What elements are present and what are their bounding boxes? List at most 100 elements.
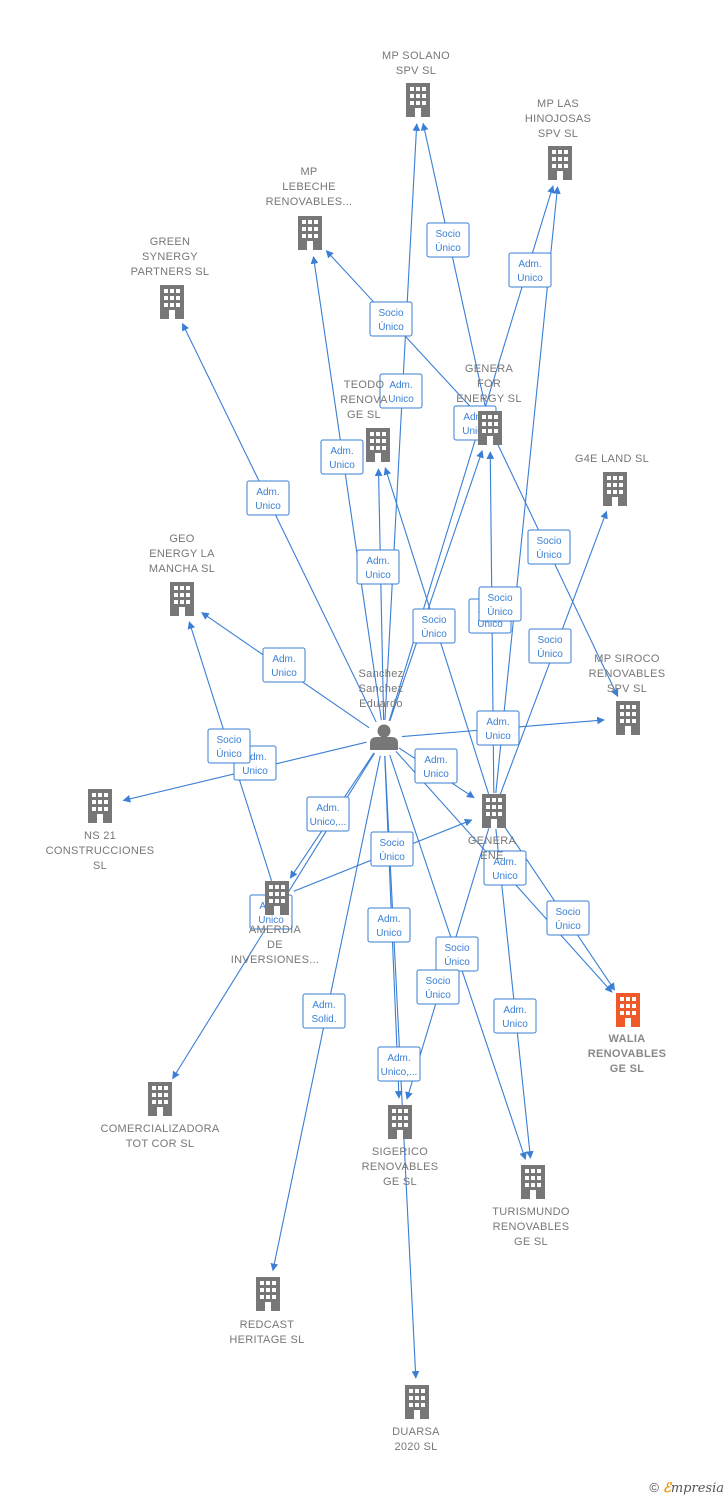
building-icon: [548, 146, 572, 180]
relation-edge: [182, 322, 377, 723]
relation-label-box: [416, 969, 460, 1005]
relation-label-box: [483, 850, 527, 886]
building-icon: [616, 993, 640, 1027]
relation-label-text: Único: [435, 241, 461, 254]
company-name: WALIA: [609, 1033, 646, 1045]
company-node[interactable]: AMERDIADEINVERSIONES...: [231, 881, 320, 966]
building-icon: [148, 1082, 172, 1116]
relation-label[interactable]: Adm. Unico: [379, 373, 423, 409]
relation-label-text: Unico: [376, 928, 402, 939]
relation-label[interactable]: Adm.Solid.: [302, 993, 346, 1029]
relation-label-text: Unico: [502, 1019, 528, 1030]
company-name: MP SOLANO: [382, 50, 450, 62]
relation-label-text: Unico: [388, 394, 414, 405]
relation-label[interactable]: Adm. Unico: [367, 907, 411, 943]
company-name: NS 21: [84, 830, 116, 842]
company-node[interactable]: MP SOLANO SPV SL: [382, 50, 450, 117]
company-name: GE SL: [514, 1236, 548, 1248]
building-icon: [170, 582, 194, 616]
relation-label[interactable]: Adm.Unico: [246, 480, 290, 516]
relation-label-box: [306, 796, 350, 832]
relation-label-text: Único: [555, 919, 581, 932]
company-name: GEO: [169, 533, 194, 545]
relation-label-text: Único: [216, 747, 242, 760]
relation-label-box: [370, 831, 414, 867]
relation-label-text: Socio: [425, 976, 450, 987]
relation-label-text: Único: [444, 955, 470, 968]
relation-label-box: [207, 728, 251, 764]
company-name: SPV SL: [396, 65, 436, 77]
relation-label[interactable]: Adm.Unico,...: [306, 796, 350, 832]
company-name: SIGERICO: [372, 1146, 428, 1158]
footer-brand[interactable]: ©ℰmpresia: [649, 1480, 724, 1496]
relation-label-text: Socio: [216, 735, 241, 746]
relation-label-text: Unico: [255, 501, 281, 512]
relation-edge: [497, 444, 619, 698]
relation-label[interactable]: Adm.Unico: [483, 850, 527, 886]
relation-label-text: Adm.: [387, 1053, 410, 1064]
relation-label[interactable]: Adm.Unico: [476, 710, 520, 746]
relation-label-text: Unico: [462, 426, 488, 437]
relation-edge: [495, 186, 561, 794]
relation-label-text: Adm.: [389, 380, 412, 391]
company-name: ENE: [480, 850, 504, 862]
company-name: RENOVABLES: [588, 1048, 667, 1060]
company-node[interactable]: MPLEBECHERENOVABLES...: [266, 166, 353, 250]
relation-label-text: Socio: [435, 229, 460, 240]
person-icon: [370, 724, 398, 750]
company-name: SYNERGY: [142, 251, 198, 263]
company-name: COMERCIALIZADORA: [100, 1123, 219, 1135]
company-name: GE SL: [610, 1063, 645, 1075]
building-icon: [388, 1105, 412, 1139]
relation-label-box: [246, 480, 290, 516]
relation-label-text: Adm.: [463, 412, 486, 423]
relation-label[interactable]: Adm.Unico: [356, 549, 400, 585]
relation-label-text: Unico: [271, 668, 297, 679]
company-name: DUARSA: [392, 1426, 440, 1438]
relation-label-text: Unico: [258, 915, 284, 926]
relation-label-box: [414, 748, 458, 784]
relation-label[interactable]: Adm.Unico: [414, 748, 458, 784]
relation-label-box: [546, 900, 590, 936]
relation-label[interactable]: Adm.Unico,...: [377, 1046, 421, 1082]
relation-label[interactable]: Adm.Unico: [508, 252, 552, 288]
company-node[interactable]: WALIA RENOVABLES GE SL: [588, 993, 667, 1075]
company-node[interactable]: G4E LAND SL: [575, 453, 649, 506]
building-icon: [298, 216, 322, 250]
relation-label-text: Unico,...: [310, 817, 347, 828]
relation-label-text: Adm.: [377, 914, 400, 925]
relation-label[interactable]: Adm.Unico: [493, 998, 537, 1034]
relation-label[interactable]: Adm.Unico: [320, 439, 364, 475]
relation-label-text: Solid.: [311, 1014, 336, 1025]
relation-label[interactable]: Adm.Unico: [262, 647, 306, 683]
building-icon: [482, 794, 506, 828]
company-name: DE: [267, 939, 283, 951]
company-name: RENOVABLES...: [266, 196, 353, 208]
